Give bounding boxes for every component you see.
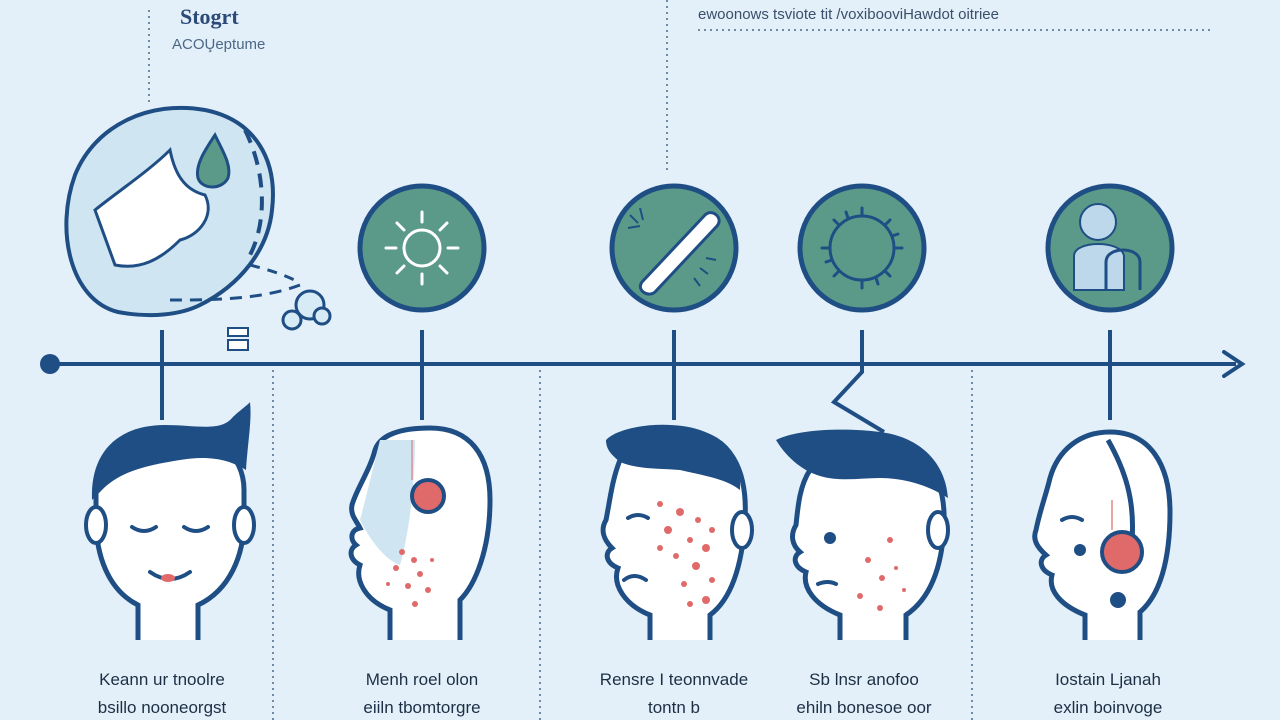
stage-5-caption-line1: Iostain Ljanah xyxy=(1055,670,1161,689)
cream-tube-icon xyxy=(609,183,739,313)
head-profile-acne xyxy=(600,424,754,640)
stage-2-caption-line2: eiiln tbomtorgre xyxy=(363,698,481,717)
diagram-subtitle: ACOU̧eptume xyxy=(172,36,266,53)
person-icon xyxy=(1045,183,1175,313)
stage-4-caption-line1: Sb lnsr anofoo xyxy=(809,670,919,689)
head-profile-spot xyxy=(348,425,493,640)
gear-sun-icon xyxy=(797,183,927,313)
stage-1-caption-line2: bsillo nooneorgst xyxy=(97,698,227,717)
header-note: ewoonows tsviote tit /voxibooviHawdot oi… xyxy=(698,6,999,23)
head-profile-recovering xyxy=(776,429,950,640)
stage-1-caption-line1: Keann ur tnoolre xyxy=(99,670,225,689)
dotted-guides xyxy=(148,0,1212,720)
head-front-calm xyxy=(84,402,256,640)
stage-3-caption-line2: tontn b xyxy=(648,698,700,717)
stage-4-caption-line2: ehiln bonesoe oor xyxy=(796,698,932,717)
stage-5-caption-line2: exlin boinvoge xyxy=(1053,698,1163,717)
connectors xyxy=(160,330,1112,434)
stage-3-caption-line1: Rensre I teonnvade xyxy=(599,670,749,689)
droplet-face-icon xyxy=(64,105,332,351)
head-profile-clear xyxy=(1032,429,1173,640)
timeline-axis xyxy=(40,350,1246,378)
stage-2-caption-line1: Menh roel olon xyxy=(365,670,479,689)
skin-spots xyxy=(657,501,715,607)
diagram-title: Stogrt xyxy=(180,4,239,29)
skin-spots xyxy=(386,549,434,607)
sun-icon xyxy=(357,183,487,313)
skin-spots xyxy=(857,537,906,611)
